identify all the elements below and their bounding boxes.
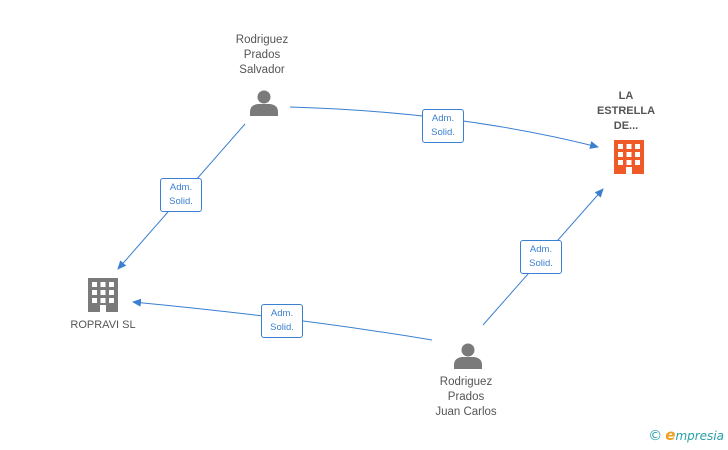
node-label-ropravi[interactable]: ROPRAVI SL (58, 318, 148, 333)
edge-label-juancarlos-ropravi: Adm. Solid. (261, 304, 303, 338)
node-label-line: Juan Carlos (435, 406, 497, 418)
building-icon[interactable] (614, 140, 644, 174)
person-icon[interactable] (250, 90, 278, 117)
node-label-line: ROPRAVI SL (70, 319, 136, 331)
brand-logo-initial: e (665, 426, 676, 444)
node-label-line: Prados (243, 49, 281, 61)
node-label-line: Rodriguez (439, 376, 493, 388)
edge-label-salvador-estrella: Adm. Solid. (422, 109, 464, 143)
edge-label-juancarlos-estrella: Adm. Solid. (520, 240, 562, 274)
building-icon[interactable] (88, 278, 118, 312)
empresia-watermark: ©empresia (648, 426, 724, 444)
node-label-line: Salvador (239, 64, 285, 76)
person-icon[interactable] (454, 343, 482, 370)
node-label-line: DE... (613, 120, 639, 132)
node-label-line: Prados (447, 391, 485, 403)
brand-logo-text: mpresia (675, 429, 724, 443)
node-label-line: ESTRELLA (596, 105, 656, 117)
node-label-estrella[interactable]: LA ESTRELLA DE... (588, 89, 664, 134)
node-label-line: LA (618, 90, 634, 102)
node-label-line: Rodriguez (235, 34, 289, 46)
node-label-salvador[interactable]: Rodriguez Prados Salvador (222, 33, 302, 78)
edge-label-salvador-ropravi: Adm. Solid. (160, 178, 202, 212)
node-label-juan-carlos[interactable]: Rodriguez Prados Juan Carlos (421, 375, 511, 420)
copyright-symbol: © (648, 428, 663, 444)
